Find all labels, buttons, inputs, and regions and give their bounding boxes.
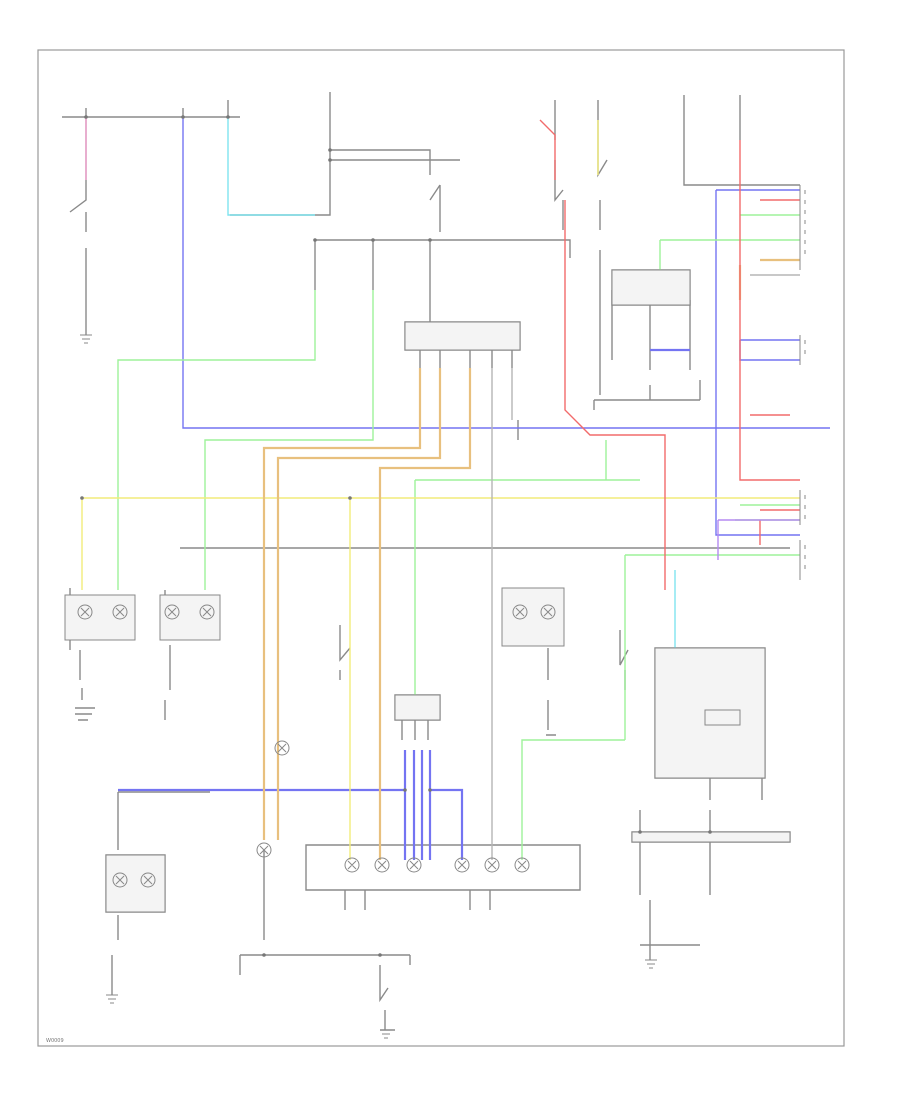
orange-wires: [262, 258, 800, 860]
junction-dots: [80, 115, 712, 957]
ground-symbols: [80, 334, 657, 1039]
yellow-wires: [81, 120, 800, 860]
lamp-single-bottom: [256, 740, 290, 858]
cyan-wires: [227, 117, 676, 650]
lamp-assembly-left-1: [64, 594, 136, 641]
relay-box-top-right: [611, 269, 691, 306]
control-module-right: [654, 647, 766, 779]
footer-code: W0009: [46, 1038, 64, 1044]
black-wires: [62, 92, 800, 1031]
violet-wires: [717, 519, 800, 560]
lamp-assembly-bottom-left: [105, 854, 166, 913]
lamp-assembly-center-right: [501, 587, 565, 647]
red-wires: [539, 119, 800, 590]
lamp-assembly-left-2: [159, 594, 221, 641]
diagram-frame: [37, 49, 845, 1047]
gray-wires: [491, 274, 800, 860]
sensor-bar-bottom-right: [631, 831, 791, 843]
lamp-row-bottom-center: [344, 857, 530, 873]
switch-module-center: [394, 694, 441, 721]
connector-block-top-center: [404, 321, 521, 351]
right-connector-pins: [799, 185, 806, 580]
